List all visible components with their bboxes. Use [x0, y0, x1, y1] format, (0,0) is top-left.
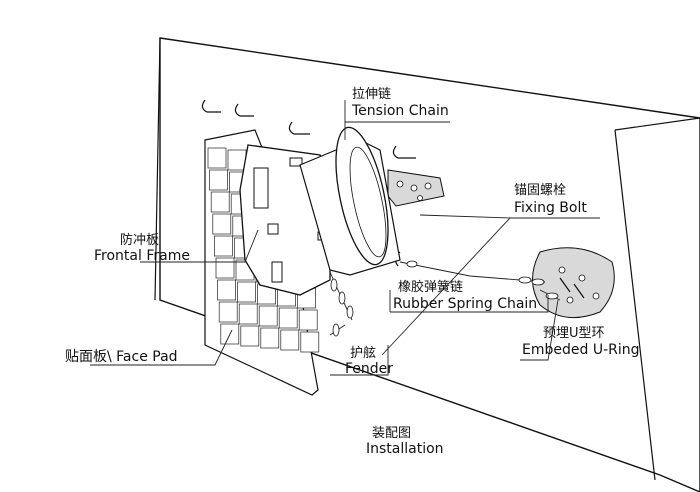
face-pad-label: 贴面板\ Face Pad	[65, 349, 178, 365]
leader-lines	[90, 100, 600, 376]
fender-en: Fender	[345, 361, 393, 377]
frontal-frame-cn: 防冲板	[120, 232, 159, 248]
face-pad-tile	[280, 329, 300, 351]
label-rubber-spring-chain: 橡胶弹簧链 Rubber Spring Chain	[393, 279, 537, 312]
face-pad-tile	[258, 305, 278, 327]
label-fixing-bolt: 锚固螺栓 Fixing Bolt	[514, 183, 587, 216]
frontal-frame-en: Frontal Frame	[94, 248, 190, 264]
label-installation: 装配图 Installation	[366, 426, 444, 457]
embeded-u-ring-cn: 预埋U型环	[543, 326, 605, 341]
label-tension-chain: 拉伸链 Tension Chain	[351, 87, 449, 119]
installation-en: Installation	[366, 441, 444, 457]
fender-cylinder	[299, 126, 401, 276]
rubber-spring-chain-cn: 橡胶弹簧链	[398, 279, 463, 295]
tension-chain	[329, 271, 354, 337]
face-pad-tile	[210, 191, 230, 213]
face-pad-tile	[260, 327, 280, 349]
fender-cn: 护舷	[350, 345, 376, 361]
fixing-bolt-en: Fixing Bolt	[514, 200, 587, 216]
label-fender: 护舷 Fender	[345, 345, 393, 377]
rubber-spring-chain-en: Rubber Spring Chain	[393, 296, 537, 312]
embedded-plate	[532, 247, 615, 319]
face-pad-tile	[300, 331, 320, 353]
label-embeded-u-ring: 预埋U型环 Embeded U-Ring	[522, 326, 640, 358]
face-pad-tile	[227, 149, 247, 171]
rubber-spring-chain	[399, 260, 561, 301]
label-frontal-frame: 防冲板 Frontal Frame	[94, 232, 190, 264]
face-pad-tile	[217, 279, 236, 301]
face-pad-tile	[212, 213, 232, 235]
label-face-pad: 贴面板\ Face Pad	[65, 349, 178, 365]
tension-chain-en: Tension Chain	[351, 103, 449, 119]
face-pad-tile	[298, 309, 318, 331]
face-pad-tile	[237, 281, 256, 303]
tension-chain-cn: 拉伸链	[352, 87, 391, 102]
face-pad-tile	[240, 325, 260, 347]
face-pad-tile	[218, 301, 238, 323]
face-pad-tile	[209, 169, 228, 191]
face-pad-tile	[278, 307, 298, 329]
face-pad-tile	[207, 147, 227, 169]
face-pad-tile	[238, 303, 258, 325]
fixing-bolt-cn: 锚固螺栓	[514, 183, 566, 198]
installation-cn: 装配图	[372, 426, 411, 441]
face-pad-tile	[214, 235, 233, 257]
face-pad-tile	[215, 257, 235, 279]
embeded-u-ring-en: Embeded U-Ring	[522, 342, 640, 358]
